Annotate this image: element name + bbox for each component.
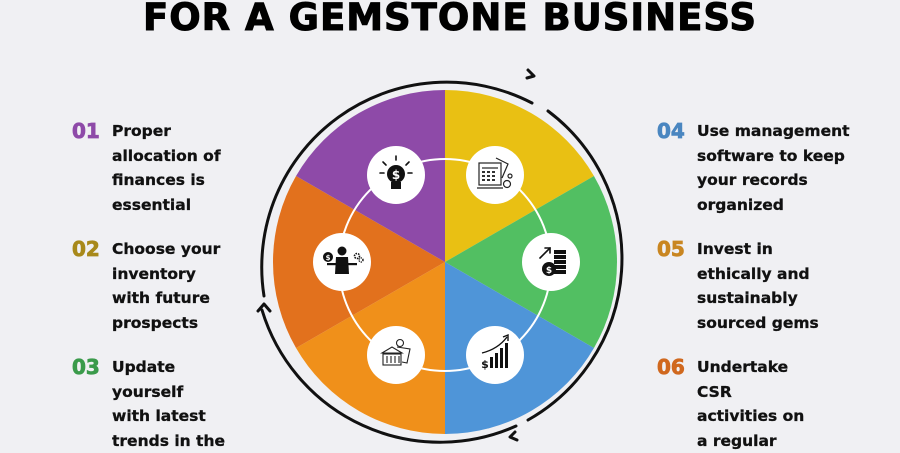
item-number: 05	[657, 237, 686, 262]
list-item-01: 01 Proper allocation of finances is esse…	[72, 119, 221, 217]
page-title: FOR A GEMSTONE BUSINESS	[142, 0, 758, 40]
svg-text:$: $	[326, 254, 331, 262]
list-item-05: 05 Invest in ethically and sustainably s…	[657, 237, 819, 335]
svg-text:$: $	[546, 266, 552, 276]
icon-bank-money	[367, 326, 425, 384]
list-item-02: 02 Choose your inventory with future pro…	[72, 237, 221, 335]
icon-coins-growth: $	[522, 233, 580, 291]
arrow-heads	[256, 68, 536, 442]
item-text: Undertake CSR activities on a regular	[697, 358, 805, 450]
item-text: Proper allocation of finances is essenti…	[112, 122, 221, 214]
item-number: 06	[657, 355, 686, 380]
icon-growth-chart-dollar: $	[466, 326, 524, 384]
item-number: 04	[657, 119, 686, 144]
item-text: Update yourself with latest trends in th…	[112, 358, 226, 450]
arrowhead-left	[256, 302, 272, 313]
item-text: Invest in ethically and sustainably sour…	[697, 240, 819, 332]
item-text: Use management software to keep your rec…	[697, 122, 850, 214]
svg-text:$: $	[481, 358, 489, 371]
arrowhead-bottom	[508, 430, 519, 442]
arrowhead-top	[525, 68, 536, 80]
list-item-04: 04 Use management software to keep your …	[657, 119, 850, 217]
item-number: 01	[72, 119, 101, 144]
item-text: Choose your inventory with future prospe…	[112, 240, 221, 332]
outer-arrow-ring	[260, 80, 624, 444]
list-item-06: 06 Undertake CSR activities on a regular	[657, 355, 805, 453]
item-number: 02	[72, 237, 101, 262]
svg-text:$: $	[392, 168, 400, 182]
list-item-03: 03 Update yourself with latest trends in…	[72, 355, 226, 453]
icon-lightbulb-dollar: $	[367, 146, 425, 204]
icon-person-balance: $	[313, 233, 371, 291]
icon-calculator-document	[466, 146, 524, 204]
item-number: 03	[72, 355, 101, 380]
